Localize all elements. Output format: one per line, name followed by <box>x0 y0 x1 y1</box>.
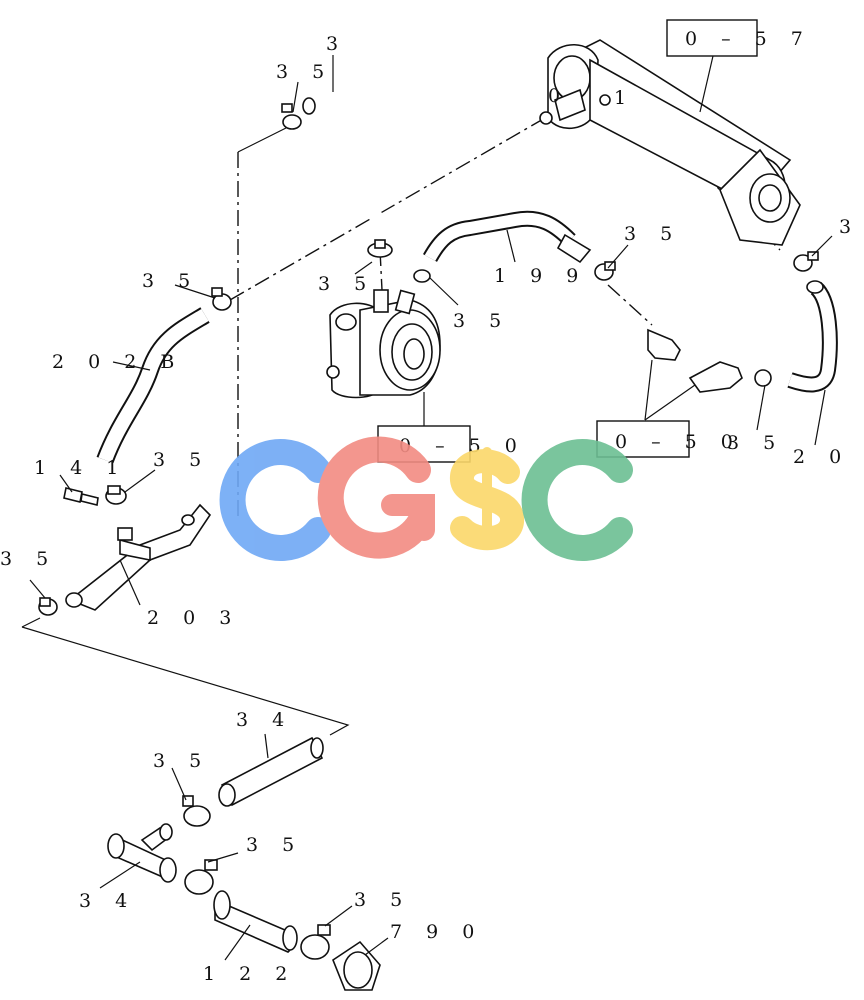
bracket-line-callout <box>21 626 350 736</box>
label-35-h: 3 5 <box>0 548 57 570</box>
guide-line-top-tick <box>237 127 287 153</box>
label-35-b: 3 5 <box>318 273 375 295</box>
label-122: 1 2 2 <box>203 963 296 985</box>
label-35-a: 3 5 <box>276 61 333 83</box>
pipe-122 <box>213 890 298 953</box>
clamp-35-i <box>182 795 211 827</box>
pipe-34-upper <box>218 736 324 807</box>
clamp-35-k <box>300 924 331 960</box>
tee-34 <box>107 823 177 883</box>
label-0-57: 0 – 5 7 <box>685 28 812 50</box>
hose-202b <box>96 307 210 464</box>
label-35-f: 3 5 <box>727 432 784 454</box>
hose-199 <box>423 210 592 264</box>
label-35-k: 3 5 <box>354 889 411 911</box>
watermark-letter-c1 <box>219 439 331 561</box>
label-202a: 2 0 2 A <box>793 446 864 468</box>
guide-line-fitting <box>607 284 653 326</box>
clamp-35-f <box>793 251 819 272</box>
label-35-g: 3 5 <box>153 449 210 471</box>
clamp-35-a <box>281 103 302 130</box>
label-35-j: 3 5 <box>246 834 303 856</box>
label-35-c: 3 5 <box>142 270 199 292</box>
label-35-i: 3 5 <box>153 750 210 772</box>
label-790: 7 9 0 <box>390 921 483 943</box>
watermark-letter-c2 <box>521 439 633 561</box>
bracket-203 <box>65 503 212 611</box>
hose-202a <box>787 280 838 393</box>
part-labels: 3 3 5 0 – 5 7 0 1 3 5 3 5 1 9 9 3 5 3 5 … <box>0 28 864 985</box>
label-34-left: 3 4 <box>79 890 136 912</box>
bolt-141 <box>63 487 99 506</box>
nut-141 <box>117 527 133 541</box>
watermark-letter-g <box>317 436 435 559</box>
label-34-top: 3 4 <box>236 709 293 731</box>
clamp-35-c <box>211 287 232 311</box>
clamp-35-j <box>184 859 218 895</box>
ref-box-0-57 <box>666 19 758 57</box>
watermark-letter-s <box>450 447 524 551</box>
clamp-35-h <box>38 597 58 616</box>
cgsc-watermark <box>219 436 633 561</box>
label-3-top: 3 <box>326 33 347 55</box>
label-35-e: 3 5 <box>624 223 681 245</box>
label-0-50-b: 0 – 5 0 <box>615 431 742 453</box>
bracket-line-left <box>21 617 41 628</box>
leader-lines <box>29 55 833 961</box>
label-0: 0 <box>548 85 569 107</box>
label-3-right: 3 <box>839 216 860 238</box>
label-1: 1 <box>614 87 635 109</box>
fittings-right <box>647 328 772 393</box>
clamp-35-b <box>367 239 393 258</box>
clamp-35-e <box>594 261 616 281</box>
cooler-assembly-0-50 <box>326 289 441 399</box>
hose-3-upper <box>285 85 388 247</box>
clamps <box>38 103 819 960</box>
label-141: 1 4 1 <box>34 457 127 479</box>
clamp-35-d <box>413 269 431 283</box>
egr-cooler-coolant-port <box>554 88 586 122</box>
clamp-35-g <box>105 485 127 505</box>
label-35-d: 3 5 <box>453 310 510 332</box>
label-203: 2 0 3 <box>147 607 240 629</box>
plug-790 <box>332 940 381 991</box>
guide-line-egr-to-hose <box>229 117 546 301</box>
label-202b: 2 0 2 B <box>52 351 183 373</box>
egr-cooler <box>539 39 801 246</box>
label-199: 1 9 9 <box>494 265 587 287</box>
